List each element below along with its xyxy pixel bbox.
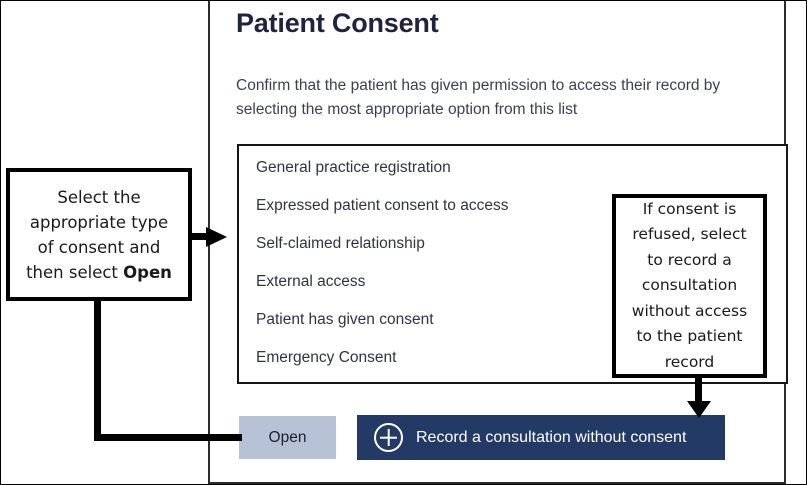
- record-button-label: Record a consultation without consent: [416, 428, 687, 446]
- list-item[interactable]: General practice registration: [256, 159, 451, 176]
- annotation-left-line4-bold: Open: [123, 262, 172, 282]
- record-consultation-without-consent-button[interactable]: Record a consultation without consent: [357, 415, 725, 460]
- connector-left-callout-to-open-button: [94, 434, 242, 441]
- annotation-left-line4-prefix: then select: [26, 262, 124, 282]
- connector-left-callout-horizontal: [190, 233, 210, 240]
- connector-left-callout-vertical: [94, 299, 101, 439]
- annotation-left-text: Select the appropriate type of consent a…: [18, 185, 180, 285]
- annotation-right-text: If consent is refused, select to record …: [631, 199, 748, 371]
- page-title: Patient Consent: [236, 8, 439, 38]
- arrow-down-icon: [687, 401, 711, 418]
- list-item[interactable]: Emergency Consent: [256, 349, 397, 366]
- panel-description: Confirm that the patient has given permi…: [236, 77, 721, 118]
- annotation-left-line1: Select the: [57, 187, 141, 207]
- annotation-left-line3: of consent and: [37, 237, 161, 257]
- list-item[interactable]: External access: [256, 273, 366, 290]
- annotation-callout-left: Select the appropriate type of consent a…: [6, 168, 192, 301]
- plus-circle-icon: [374, 423, 403, 452]
- open-button[interactable]: Open: [239, 416, 336, 459]
- connector-right-callout-vertical: [695, 376, 702, 409]
- list-item[interactable]: Patient has given consent: [256, 311, 434, 328]
- list-item[interactable]: Self-claimed relationship: [256, 235, 425, 252]
- annotation-left-line2: appropriate type: [29, 212, 169, 232]
- arrow-right-icon: [206, 227, 227, 247]
- annotation-callout-right: If consent is refused, select to record …: [612, 194, 767, 378]
- list-item[interactable]: Expressed patient consent to access: [256, 197, 509, 214]
